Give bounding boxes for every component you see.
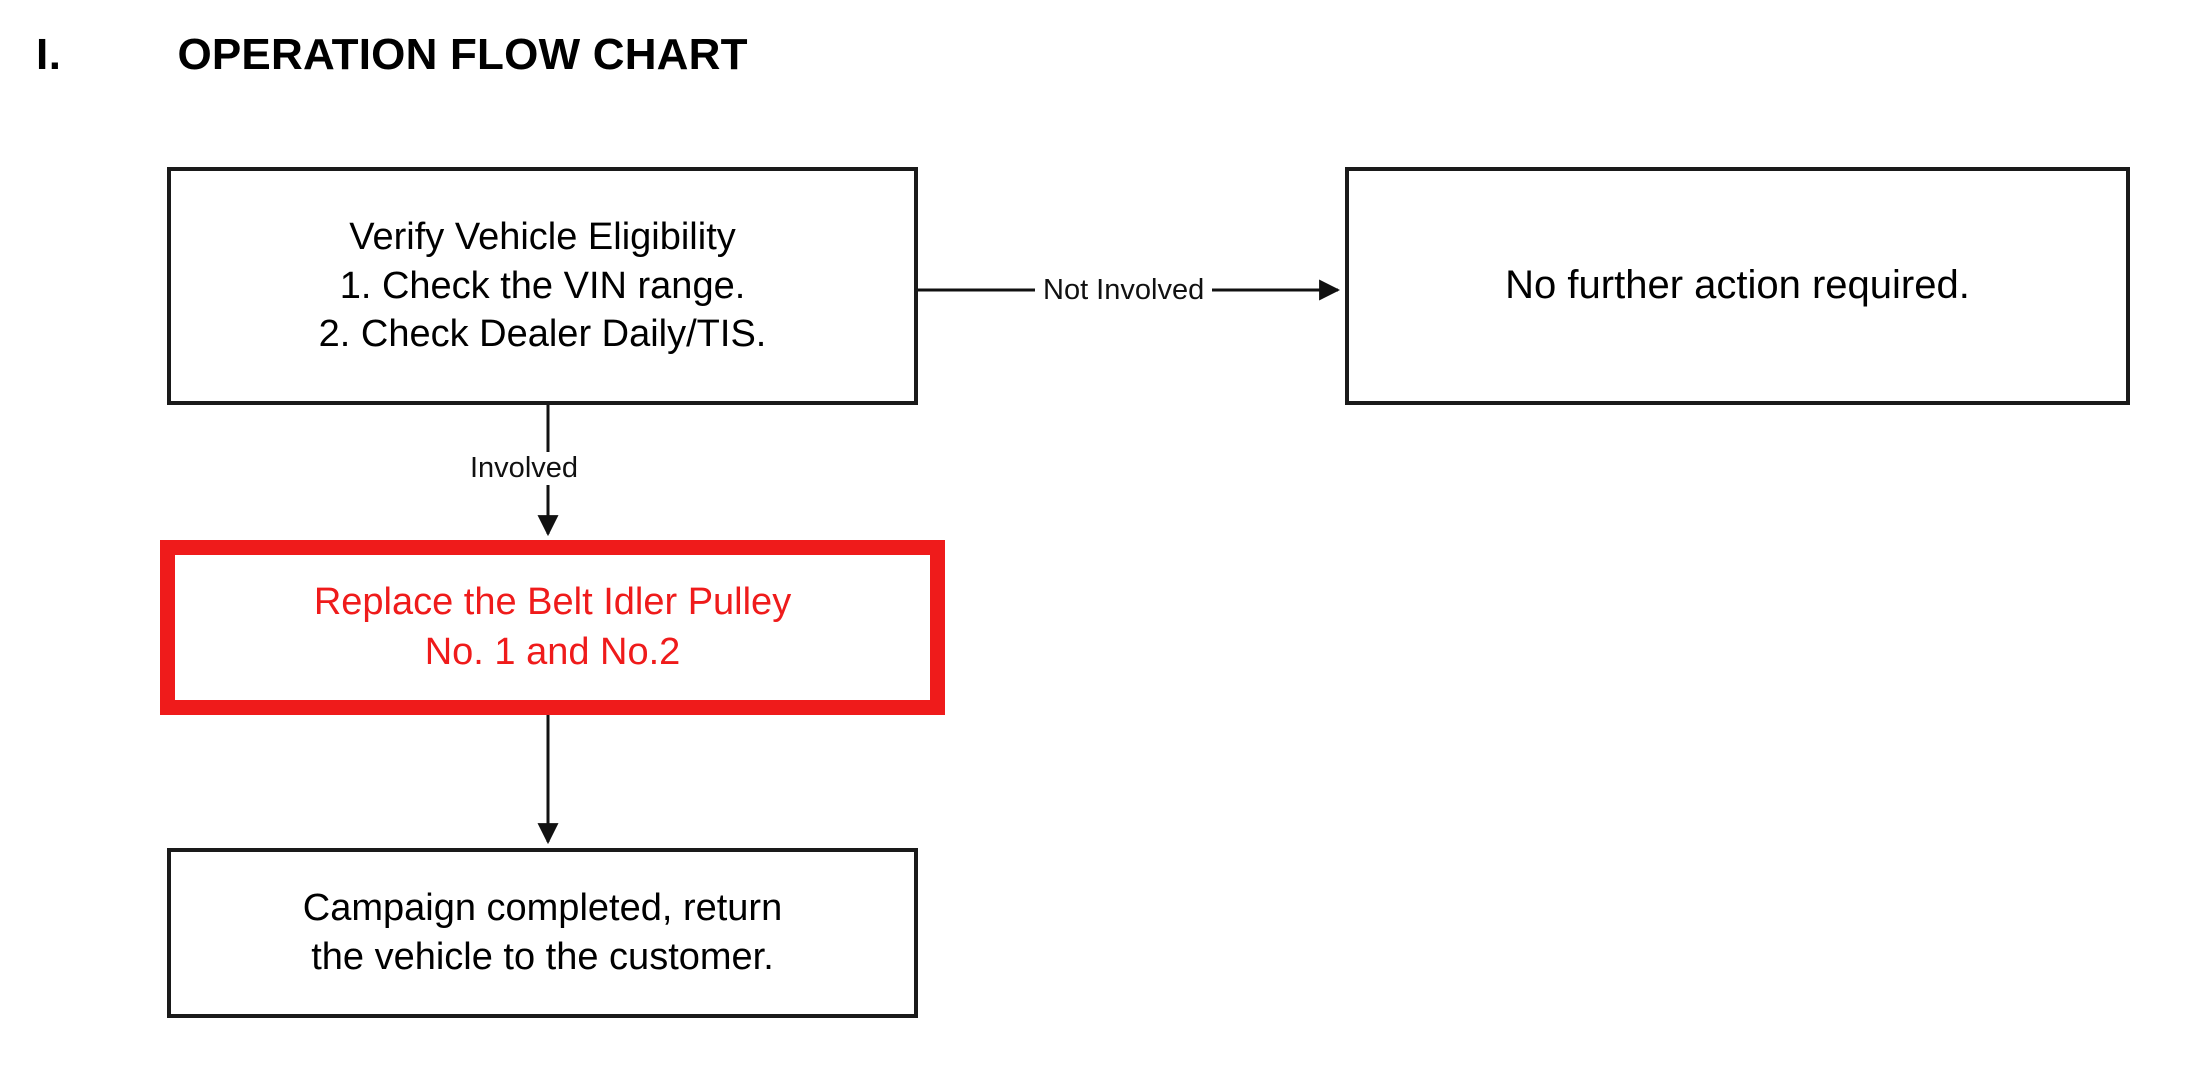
- node-text-line: Verify Vehicle Eligibility: [349, 216, 736, 259]
- node-text-line: 2. Check Dealer Daily/TIS.: [318, 313, 767, 356]
- node-text-line: Campaign completed, return: [302, 887, 783, 930]
- node-text-line: No further action required.: [1505, 263, 1970, 308]
- section-title: OPERATION FLOW CHART: [177, 30, 748, 79]
- page-title: I. OPERATION FLOW CHART: [36, 30, 748, 80]
- node-text-line: 1. Check the VIN range.: [339, 264, 746, 307]
- node-text-line: the vehicle to the customer.: [311, 936, 774, 978]
- node-replace-belt-idler-pulley: Replace the Belt Idler Pulley No. 1 and …: [160, 540, 945, 715]
- section-numeral: I.: [36, 30, 62, 79]
- node-no-further-action: No further action required.: [1345, 167, 2130, 405]
- edge-label-not-involved: Not Involved: [1035, 274, 1213, 307]
- node-text-line: No. 1 and No.2: [424, 630, 681, 673]
- node-verify-vehicle-eligibility: Verify Vehicle Eligibility 1. Check the …: [167, 167, 918, 405]
- edge-label-involved: Involved: [462, 452, 587, 485]
- node-campaign-completed: Campaign completed, return the vehicle t…: [167, 848, 918, 1018]
- node-text-line: Replace the Belt Idler Pulley: [313, 581, 792, 624]
